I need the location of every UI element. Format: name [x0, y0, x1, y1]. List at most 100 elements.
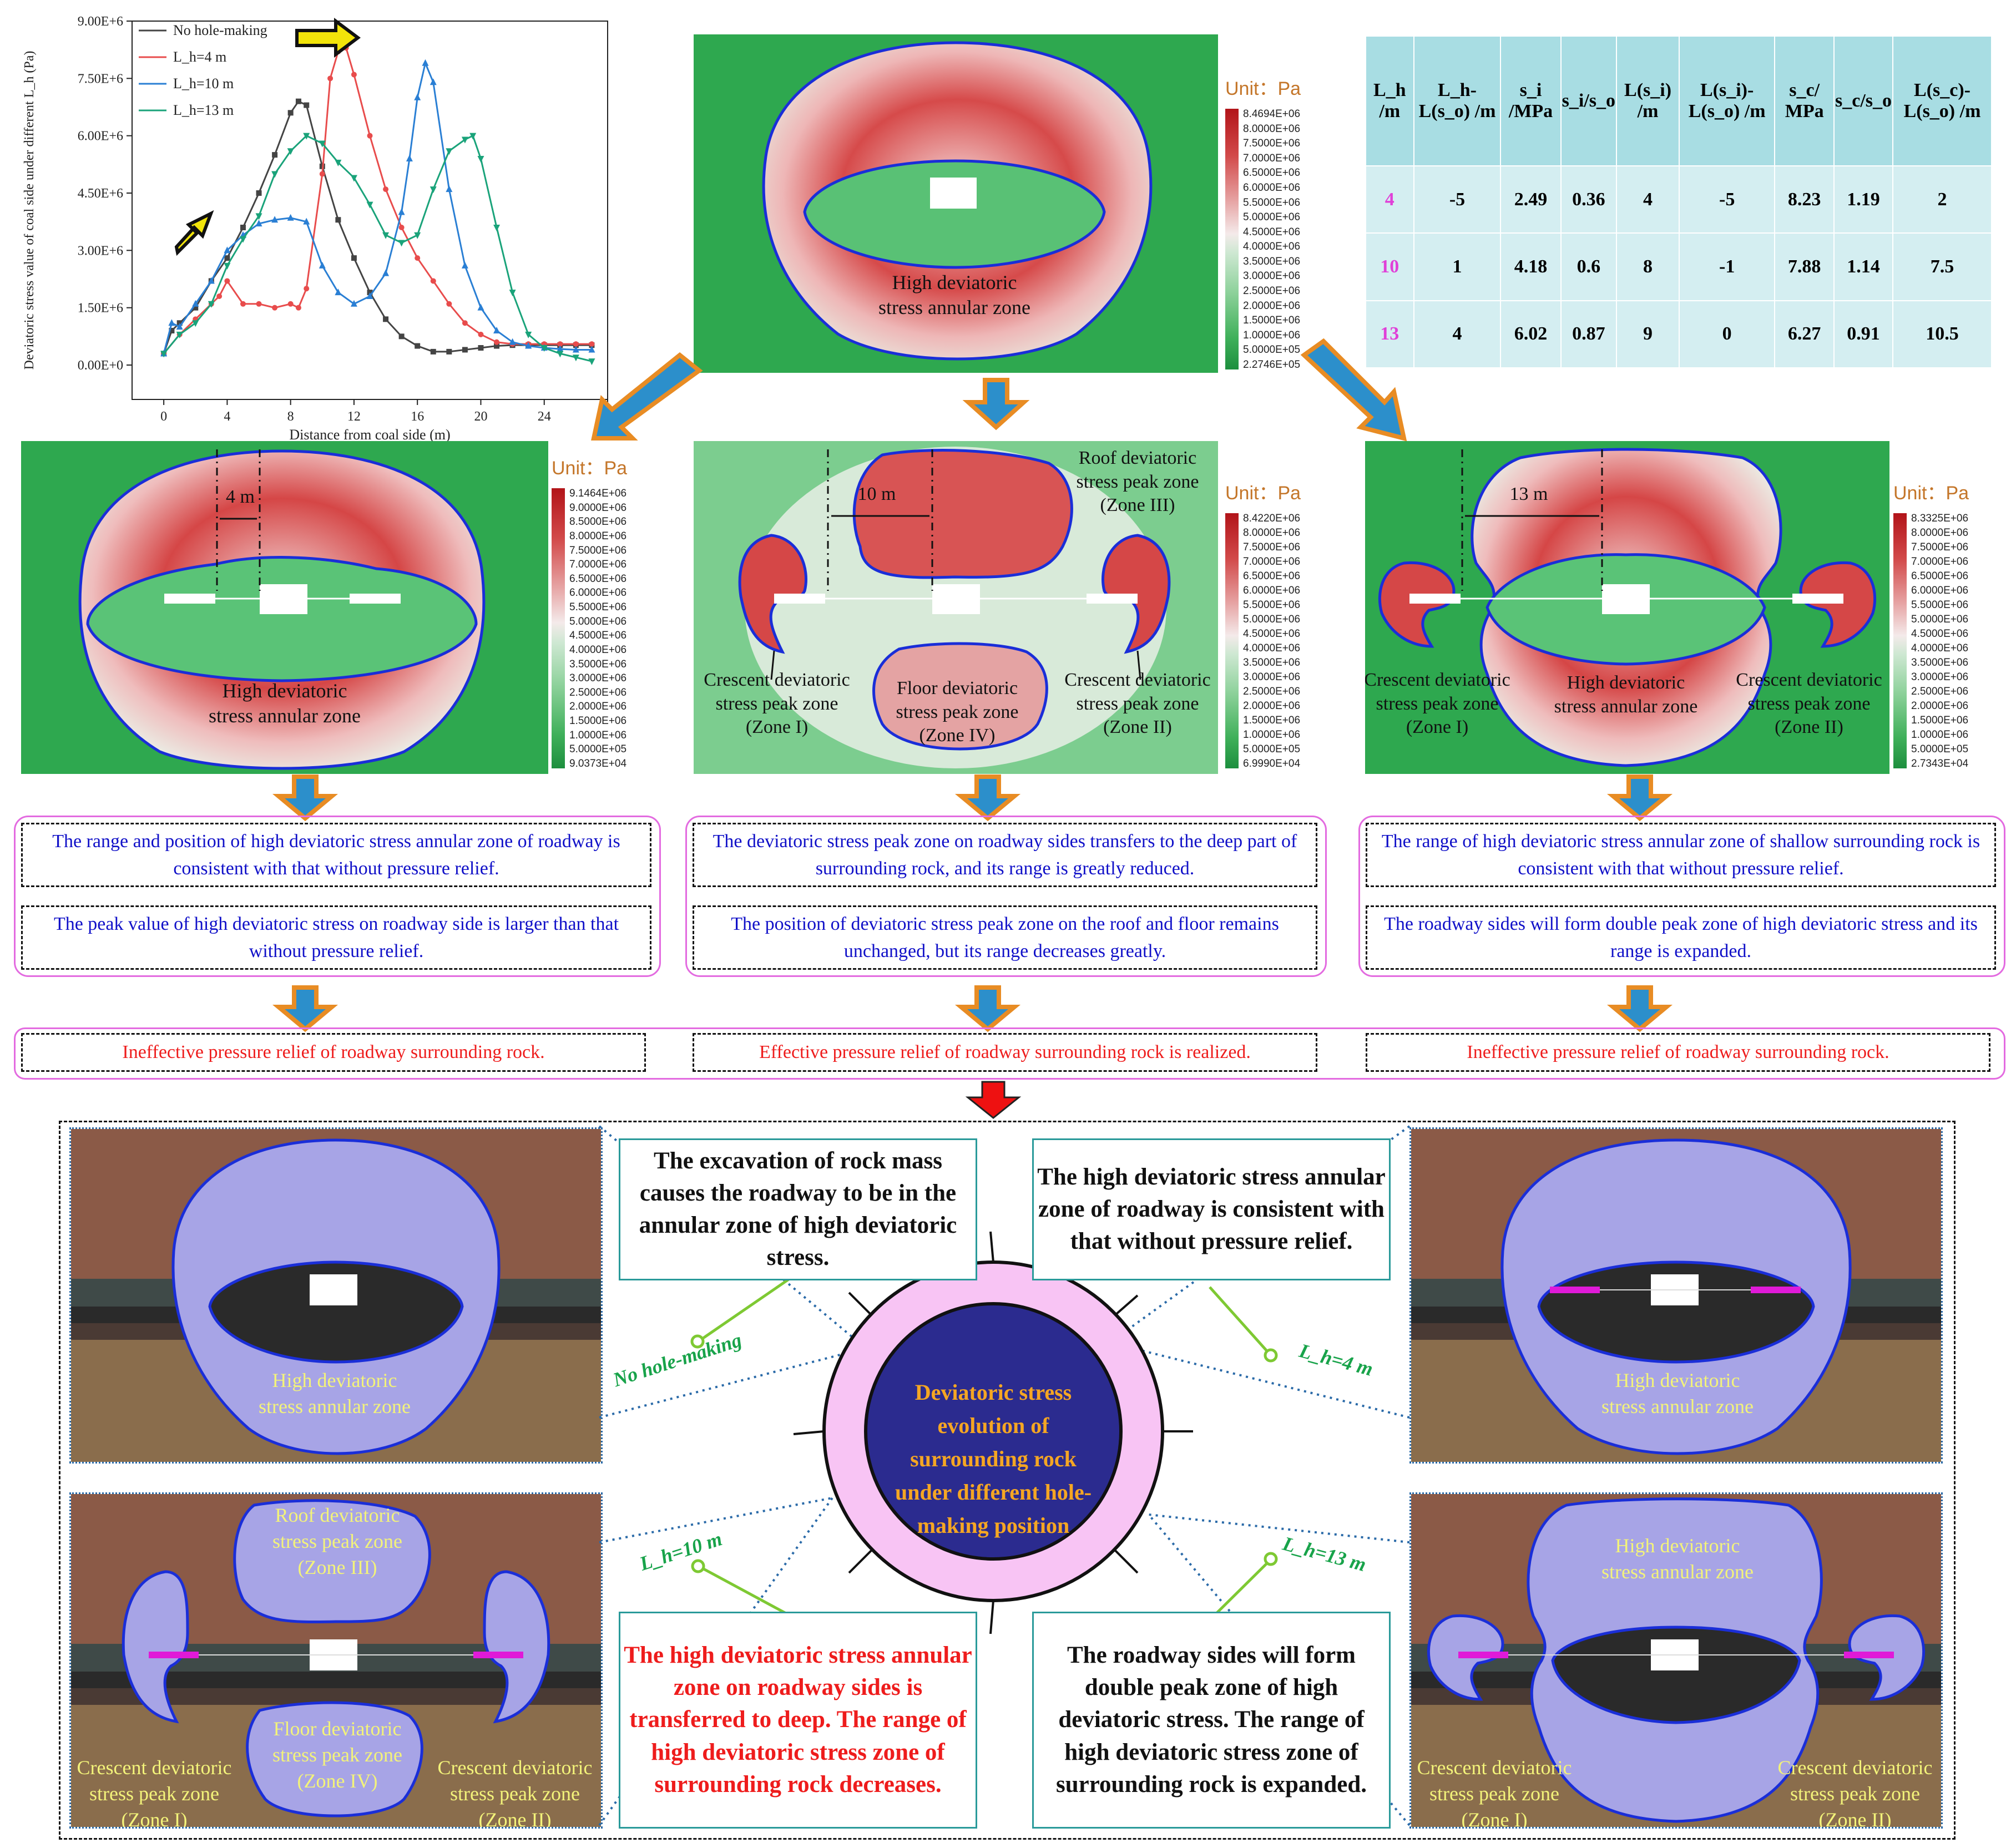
colorbar-tick-label: 3.0000E+06 [1243, 270, 1301, 282]
contour-lh10: 10 m Roof deviatoric stress peak zone (Z… [694, 441, 1218, 774]
data-point [478, 331, 484, 337]
data-point [216, 293, 223, 299]
ill-no-hole-label: High deviatoric stress annular zone [259, 1369, 411, 1417]
data-point [494, 343, 500, 349]
contour-lh10-shape [694, 441, 1218, 774]
data-point [224, 278, 230, 284]
colorbar-tick-label: 3.0000E+06 [1911, 671, 1969, 683]
colorbar-tick-label: 2.2746E+05 [1243, 359, 1301, 371]
colorbar-tick-label: 1.5000E+06 [569, 715, 627, 727]
data-point [287, 214, 294, 221]
colorbar-tick-label: 9.0373E+04 [569, 758, 627, 769]
colorbar-tick-label: 8.0000E+06 [569, 530, 627, 542]
data-point [446, 348, 452, 355]
arrow-down-red [965, 1081, 1022, 1119]
colorbar-tick-label: 1.0000E+06 [1911, 729, 1969, 741]
colorbar-tick-label: 6.5000E+06 [569, 573, 627, 585]
conclusion-right: Ineffective pressure relief of roadway s… [1366, 1033, 1990, 1072]
ill-c2-label: Crescent deviatoric stress peak zone (Zo… [437, 1756, 593, 1829]
table-cell: 0.91 [1833, 300, 1893, 369]
colorbar-tick-label: 2.0000E+06 [1243, 700, 1301, 712]
colorbar-tick-label: 5.5000E+06 [1911, 599, 1969, 611]
data-point [350, 175, 357, 182]
data-point [383, 316, 389, 322]
colorbar-tick-label: 1.0000E+06 [1243, 729, 1301, 741]
summary-bottom-left: The high deviatoric stress annular zone … [619, 1612, 977, 1829]
ill-floor-label: Floor deviatoric stress peak zone (Zone … [272, 1718, 402, 1792]
data-point [382, 232, 390, 239]
data-point [366, 292, 373, 299]
arrow-down-l1 [272, 774, 338, 822]
illustration-no-hole: High deviatoric stress annular zone [69, 1127, 603, 1464]
table-header-cell: L_h-L(s_o) /m [1413, 36, 1502, 166]
colorbar-tick-label: 5.5000E+06 [569, 601, 627, 614]
summary-top-left: The excavation of rock mass causes the r… [619, 1138, 977, 1280]
data-point [240, 301, 246, 307]
table-cell: 0.6 [1560, 232, 1618, 301]
data-point [383, 186, 389, 193]
table-cell: 2.49 [1500, 165, 1562, 234]
colorbar-tick-label: 1.0000E+06 [569, 729, 627, 741]
table-cell: 0.87 [1560, 300, 1618, 369]
table-cell: -1 [1679, 232, 1776, 301]
data-point [351, 255, 357, 261]
colorbar-tick-label: 6.0000E+06 [569, 587, 627, 599]
colorbar-tick-label: 6.5000E+06 [1243, 167, 1301, 179]
x-tick-label: 8 [287, 409, 294, 424]
colorbar-tick-label: 3.5000E+06 [1243, 657, 1301, 669]
y-tick-label: 7.50E+6 [78, 72, 123, 86]
data-point [462, 347, 468, 353]
y-tick-label: 1.50E+6 [78, 301, 123, 316]
colorbar-tick-label: 7.0000E+06 [1243, 152, 1301, 164]
y-axis-label: Deviatoric stress value of coal side und… [22, 51, 37, 370]
obs-right-1: The range of high deviatoric stress annu… [1366, 823, 1996, 887]
data-point [430, 348, 436, 355]
data-point [319, 140, 326, 148]
data-point [477, 303, 484, 311]
colorbar-tick-label: 8.0000E+06 [1243, 123, 1301, 135]
illustration-lh13: High deviatoric stress annular zone Cres… [1409, 1492, 1943, 1829]
summary-bottom-right: The roadway sides will form double peak … [1032, 1612, 1391, 1829]
table-header-cell: L(s_i) /m [1616, 36, 1680, 166]
table-cell: 1.19 [1833, 165, 1893, 234]
colorbar-tick-label: 7.0000E+06 [1243, 556, 1301, 568]
data-point [169, 328, 175, 333]
dim-label-4m: 4 m [226, 487, 255, 507]
colorbar-tick-label: 5.5000E+06 [1243, 196, 1301, 209]
colorbar-tick-label: 8.0000E+06 [1243, 527, 1301, 539]
conclusion-group [14, 1027, 2005, 1080]
colorbar-tick-label: 5.5000E+06 [1243, 599, 1301, 611]
colorbar-tick-label: 4.5000E+06 [1911, 628, 1969, 640]
ill-roof-label: Roof deviatoric stress peak zone (Zone I… [272, 1504, 402, 1578]
data-point [208, 301, 215, 308]
data-point [256, 301, 262, 307]
data-point [430, 186, 437, 194]
colorbar-tick-label: 6.5000E+06 [1911, 570, 1969, 582]
colorbar-tick-label: 8.5000E+06 [569, 516, 627, 528]
obs-left-2: The peak value of high deviatoric stress… [21, 905, 651, 970]
data-point [208, 277, 215, 284]
data-point [415, 343, 421, 349]
crescent1-zone-label: Crescent deviatoric stress peak zone (Zo… [704, 670, 850, 737]
contour-lh4: 4 m High deviatoric stress annular zone [21, 441, 548, 774]
arrow-down-r2 [1606, 985, 1673, 1032]
data-point [255, 220, 262, 227]
contour-lh13-shape [1378, 448, 1877, 767]
colorbar-tick-label: 7.5000E+06 [1911, 541, 1969, 553]
data-point [193, 305, 199, 311]
colorbar-tick-label: 4.5000E+06 [569, 630, 627, 642]
data-point [557, 341, 563, 347]
ill-lh13-c1-label: Crescent deviatoric stress peak zone (Zo… [1417, 1756, 1572, 1829]
obs-right-2: The roadway sides will form double peak … [1366, 905, 1996, 970]
crescent2-zone-label-right: Crescent deviatoric stress peak zone (Zo… [1736, 670, 1882, 737]
data-point [319, 171, 325, 177]
table-cell: 6.27 [1774, 300, 1835, 369]
colorbar-tick-label: 6.9990E+04 [1243, 758, 1301, 769]
table-cell: 9 [1616, 300, 1680, 369]
data-point [255, 213, 262, 220]
plot-frame [132, 21, 608, 400]
table-header-cell: s_c/s_o [1833, 36, 1893, 166]
colorbar-tick-label: 5.0000E+06 [1243, 211, 1301, 224]
data-point [398, 225, 405, 230]
